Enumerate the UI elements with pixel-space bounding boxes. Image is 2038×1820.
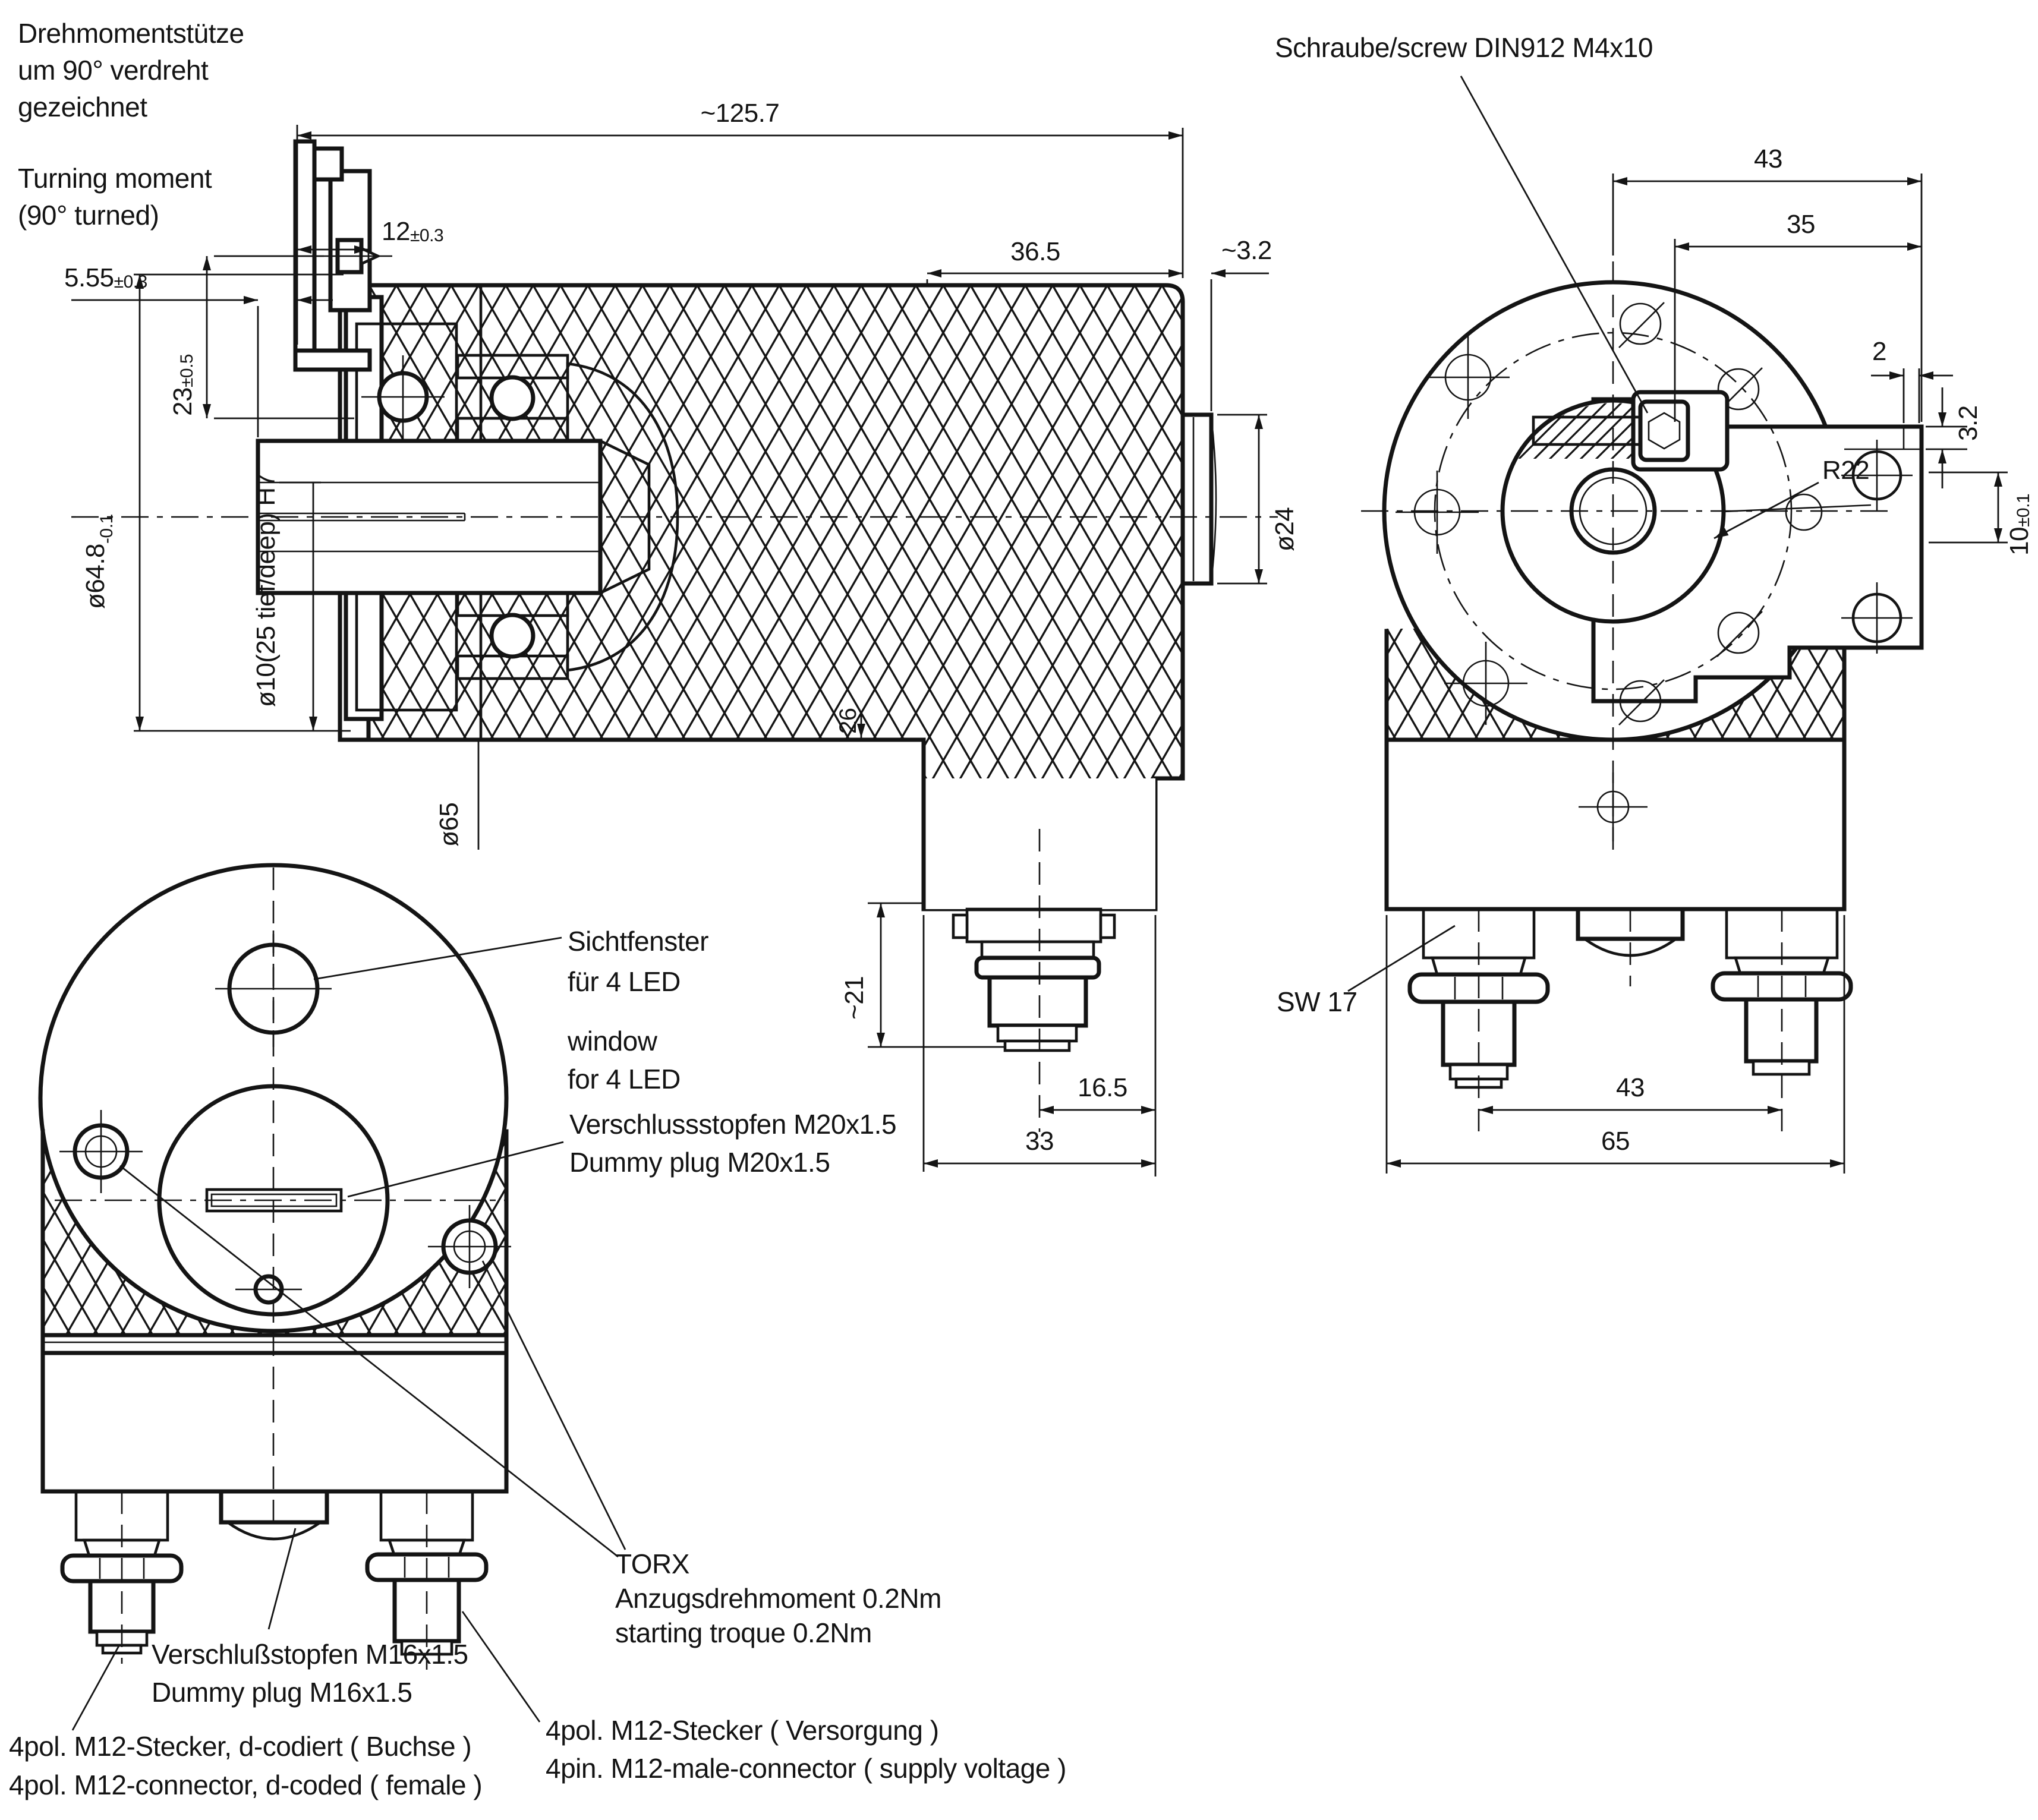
threaded-holes [1618, 302, 1763, 726]
label-torx-3: starting troque 0.2Nm [615, 1617, 872, 1648]
dim-3-2-side: ~3.2 [1221, 236, 1272, 265]
side-view-dimensions: ~125.7 12±0.3 5.55±0.3 23±0.5 ø64.8-0.1 … [64, 99, 1299, 1176]
label-plug-m16-en: Dummy plug M16x1.5 [152, 1677, 412, 1708]
general-notes: Drehmomentstütze um 90° verdreht gezeich… [18, 18, 244, 231]
m12-connector-side [952, 907, 1116, 1052]
dim-64-8: ø64.8-0.1 [81, 514, 116, 609]
front-view-labels: Sichtfenster für 4 LED window for 4 LED … [9, 926, 1066, 1800]
label-screw-din912: Schraube/screw DIN912 M4x10 [1275, 32, 1653, 63]
dim-65-dia: ø65 [434, 803, 464, 847]
front-view [38, 863, 511, 1670]
label-plug-m20-en: Dummy plug M20x1.5 [569, 1147, 830, 1178]
label-conn-d-de: 4pol. M12-Stecker, d-codiert ( Buchse ) [9, 1731, 471, 1762]
label-torx-1: TORX [615, 1548, 689, 1579]
dim-r22: R22 [1822, 456, 1869, 485]
label-window-de-1: Sichtfenster [568, 926, 708, 957]
bracket-hole-lower [1841, 582, 1913, 654]
torx-screw-left [59, 1110, 143, 1193]
label-conn-supply-de: 4pol. M12-Stecker ( Versorgung ) [546, 1715, 939, 1746]
bracket-hole-upper [1841, 440, 1913, 511]
mounting-holes [1396, 336, 1648, 841]
label-conn-supply-en: 4pin. M12-male-connector ( supply voltag… [546, 1753, 1066, 1784]
label-conn-d-en: 4pol. M12-connector, d-coded ( female ) [9, 1769, 482, 1800]
label-sw17: SW 17 [1277, 986, 1357, 1017]
note-torque-en-2: (90° turned) [18, 200, 159, 231]
side-section-view [71, 139, 1278, 1132]
bearing-upper [456, 354, 569, 443]
dim-12: 12±0.3 [382, 217, 443, 246]
dim-43-top: 43 [1754, 144, 1782, 174]
bottom-hole-front [235, 1274, 302, 1305]
m12-connector-right-front [365, 1490, 489, 1670]
label-window-en-2: for 4 LED [568, 1064, 681, 1094]
label-window-en-1: window [567, 1026, 658, 1056]
dim-16-5: 16.5 [1078, 1073, 1127, 1102]
dim-10: 10±0.1 [2005, 494, 2034, 556]
note-torque-de-3: gezeichnet [18, 92, 147, 122]
note-torque-de-1: Drehmomentstütze [18, 18, 244, 49]
label-torx-2: Anzugsdrehmoment 0.2Nm [615, 1583, 941, 1614]
dim-23: 23±0.5 [168, 354, 197, 416]
label-window-de-2: für 4 LED [568, 966, 681, 997]
dim-overall-length: ~125.7 [701, 99, 780, 128]
dim-21: ~21 [840, 976, 869, 1020]
housing-body-hatch [368, 285, 1183, 778]
dim-bore: ø10(25 tief/deep) H7 [251, 473, 281, 707]
note-torque-en-1: Turning moment [18, 163, 212, 194]
dim-5-55: 5.55±0.3 [64, 263, 147, 292]
dim-35: 35 [1787, 210, 1815, 239]
bearing-lower [456, 591, 569, 680]
rear-view [1361, 261, 1924, 1132]
shaft-stub [1180, 412, 1217, 586]
dim-26: 26 [835, 708, 861, 734]
torx-screw-right [428, 1205, 511, 1288]
dim-43-bottom: 43 [1616, 1073, 1645, 1102]
dim-3-2-rear: 3.2 [1954, 405, 1983, 441]
m12-connector-left-front [60, 1490, 184, 1664]
dim-2: 2 [1872, 337, 1886, 366]
label-plug-m16-de: Verschlußstopfen M16x1.5 [152, 1639, 468, 1670]
note-torque-de-2: um 90° verdreht [18, 55, 209, 86]
dim-24-dia: ø24 [1270, 507, 1299, 551]
dim-36-5: 36.5 [1010, 237, 1060, 266]
dim-33: 33 [1025, 1127, 1054, 1156]
label-plug-m20-de: Verschlussstopfen M20x1.5 [569, 1109, 896, 1140]
dowel-hole [1785, 493, 1823, 531]
dim-65: 65 [1601, 1127, 1630, 1156]
rear-view-dimensions: 43 35 2 3.2 R22 10±0.1 SW 17 43 65 Schra… [1275, 32, 2034, 1174]
